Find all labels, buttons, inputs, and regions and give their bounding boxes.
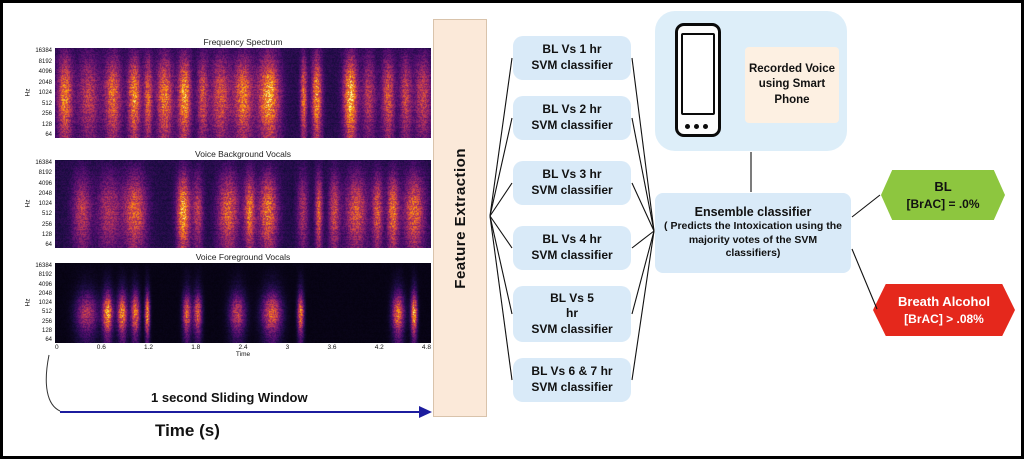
sliding-window-label: 1 second Sliding Window <box>151 390 308 405</box>
text-line: SVM classifier <box>531 321 613 336</box>
spectrogram-canvas-3 <box>55 263 431 343</box>
spectrogram-panel-foreground-vocals: Voice Foreground Vocals Hz 16384 8192 4096… <box>24 252 431 358</box>
text-line: BL Vs 6 & 7 hr <box>531 364 613 379</box>
text-line: 128 <box>41 327 52 334</box>
recorded-voice-group: Recorded Voice using Smart Phone <box>655 11 847 151</box>
text-line: SVM classifier <box>531 183 613 197</box>
smartphone-icon <box>675 23 721 137</box>
text-line: 3.6 <box>327 344 337 351</box>
text-line: SVM classifier <box>531 58 613 72</box>
ensemble-classifier-box: Ensemble classifier ( Predicts the Intox… <box>655 193 851 273</box>
text-line: BL Vs 5 <box>550 290 594 305</box>
text-line: 256 <box>41 318 52 325</box>
text-line: 2048 <box>38 79 52 86</box>
text-line: BL Vs 4 hr <box>542 232 602 247</box>
output-intoxicated-title: Breath Alcohol <box>898 294 990 310</box>
text-line: 1.8 <box>191 344 201 351</box>
text-line: 16384 <box>35 48 52 54</box>
text-line: 16384 <box>35 160 52 166</box>
text-line: 4096 <box>38 69 52 75</box>
text-line: 256 <box>41 221 52 228</box>
text-line: 1024 <box>38 201 52 207</box>
ensemble-description: ( Predicts the Intoxication using the ma… <box>664 220 842 260</box>
text-line: 1.2 <box>144 344 154 351</box>
text-line: 8192 <box>38 58 52 65</box>
hz-axis-unit: Hz <box>24 298 32 307</box>
text-line: 1024 <box>38 90 52 96</box>
text-line: 64 <box>45 132 52 138</box>
spectrogram-title: Voice Foreground Vocals <box>195 252 291 262</box>
text-line: SVM classifier <box>531 380 613 394</box>
ensemble-title: Ensemble classifier <box>694 205 812 220</box>
hz-axis-unit: Hz <box>24 88 32 96</box>
hz-axis-unit: Hz <box>24 199 32 208</box>
output-sober-title: BL <box>934 179 952 195</box>
text-line: 2048 <box>38 190 52 197</box>
time-axis: 0 0.6 1.2 1.8 2.4 3 3.6 4.2 4.8 <box>55 343 431 351</box>
text-line: BL Vs 2 hr <box>542 102 602 117</box>
text-line: hr <box>566 306 578 321</box>
text-line: 0 <box>55 344 59 351</box>
spectrogram-canvas-2 <box>55 160 431 248</box>
text-line: SVM classifier <box>531 118 613 132</box>
text-line: 1024 <box>38 300 52 306</box>
hz-axis: 16384 8192 4096 2048 1024 512 256 128 64 <box>27 160 55 248</box>
text-line: 4.2 <box>374 344 384 351</box>
text-line: 512 <box>41 211 52 218</box>
hz-axis: 16384 8192 4096 2048 1024 512 256 128 64 <box>27 48 55 138</box>
recorded-voice-label: Recorded Voice using Smart Phone <box>745 47 839 123</box>
text-line: SVM classifier <box>531 248 613 262</box>
feature-extraction-box: Feature Extraction <box>433 19 487 417</box>
time-seconds-label: Time (s) <box>155 421 220 440</box>
text-line: 4.8 <box>421 344 431 351</box>
text-line: 4096 <box>38 180 52 187</box>
text-line: 0.6 <box>96 344 106 351</box>
spectrogram-panel-background-vocals: Voice Background Vocals Hz 16384 8192 4096… <box>24 149 431 248</box>
text-line: 4096 <box>38 281 52 288</box>
text-line: 512 <box>41 309 52 316</box>
text-line: 512 <box>41 100 52 107</box>
spectrogram-canvas-1 <box>55 48 431 138</box>
text-line: BL Vs 1 hr <box>542 42 602 57</box>
text-line: 2048 <box>38 290 52 297</box>
time-axis-label: Time <box>235 351 251 358</box>
text-line: 64 <box>45 242 52 248</box>
output-sober-badge: BL [BrAC] = .0% <box>881 170 1005 220</box>
text-line: 16384 <box>35 263 52 269</box>
text-line: BL Vs 3 hr <box>542 167 602 182</box>
text-line: 64 <box>45 337 52 343</box>
text-line: 8192 <box>38 170 52 177</box>
smartphone-screen <box>681 33 715 115</box>
output-sober-value: [BrAC] = .0% <box>906 196 980 211</box>
output-intoxicated-value: [BrAC] > .08% <box>904 311 984 326</box>
smartphone-buttons <box>685 124 708 129</box>
spectrogram-title: Voice Background Vocals <box>195 149 291 159</box>
text-line: 2.4 <box>238 344 248 351</box>
text-line: 256 <box>41 111 52 117</box>
text-line: 3 <box>285 344 290 351</box>
output-intoxicated-badge: Breath Alcohol [BrAC] > .08% <box>873 284 1015 336</box>
text-line: 128 <box>41 121 52 128</box>
text-line: 128 <box>41 231 52 238</box>
hz-axis: 16384 8192 4096 2048 1024 512 256 128 64 <box>27 263 55 343</box>
text-line: 8192 <box>38 272 52 279</box>
feature-extraction-label: Feature Extraction <box>451 147 469 289</box>
spectrogram-title: Frequency Spectrum <box>203 37 283 47</box>
